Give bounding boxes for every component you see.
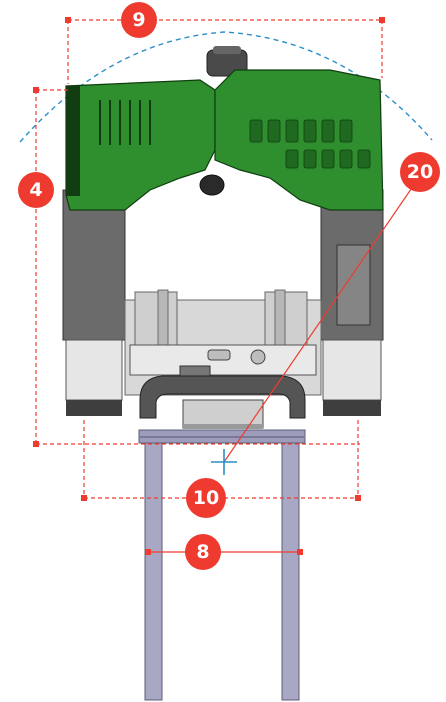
stand-leg-left: [144, 441, 163, 701]
left-side-panel: [62, 189, 126, 341]
callout-overall-width: 9: [121, 2, 157, 38]
turning-radius-line: [223, 175, 421, 463]
callout-turning-radius: 20: [400, 152, 440, 192]
dimension-lines: [35, 19, 383, 499]
right-green-housing: [214, 69, 384, 211]
callout-label-10: 10: [193, 487, 219, 509]
callout-label-4: 4: [29, 179, 42, 201]
callout-height: 4: [18, 172, 54, 208]
callout-label-9: 9: [132, 9, 145, 31]
crosshair-icon: [211, 449, 237, 475]
callout-label-8: 8: [196, 541, 209, 563]
callout-track-width: 10: [186, 478, 226, 518]
machine: [62, 46, 384, 429]
callout-leg-span: 8: [185, 534, 221, 570]
stand-leg-right: [281, 441, 300, 701]
callout-label-20: 20: [407, 161, 433, 183]
pickup-arch: [139, 375, 306, 419]
support-stand: [138, 429, 306, 701]
